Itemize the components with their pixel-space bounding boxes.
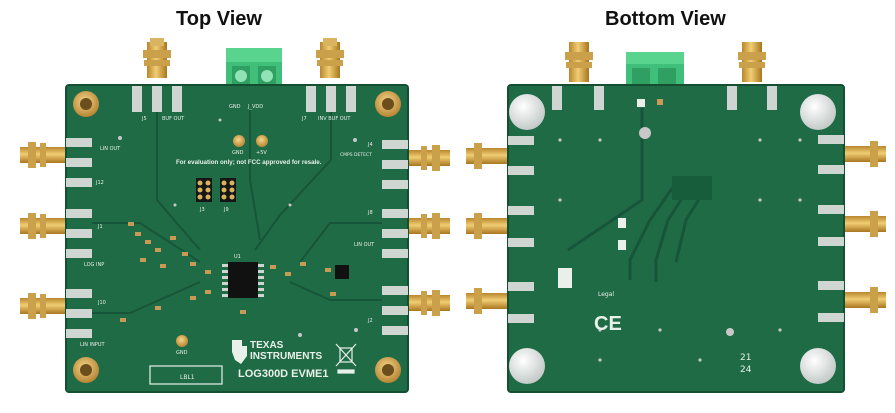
sma-connector-j1 <box>20 213 66 239</box>
sma-connector-j7 <box>316 38 344 78</box>
date-code-1: 21 <box>740 353 751 363</box>
label-buf-out: BUF OUT <box>162 116 185 122</box>
sma-connector-j5 <box>143 38 171 78</box>
label-j7: J7 <box>301 116 307 122</box>
pcb-bottom <box>508 85 844 392</box>
sma-connector-j4 <box>404 145 450 171</box>
brand-instruments: INSTRUMENTS <box>250 351 323 362</box>
label-j4: J4 <box>367 142 373 148</box>
vias-top <box>118 118 358 337</box>
label-j2: J2 <box>367 318 373 324</box>
mount-holes-top <box>73 91 401 383</box>
legal-label: Legal <box>598 291 614 298</box>
sma-connector-j8 <box>404 213 450 239</box>
vias-bottom <box>558 138 802 362</box>
top-board: For evaluation only; not FCC approved fo… <box>20 38 450 393</box>
date-code-2: 24 <box>740 365 752 375</box>
jumper-headers <box>196 178 236 202</box>
sma-connector-j12 <box>20 142 66 168</box>
sma-connector-j2 <box>404 290 450 316</box>
label-j1: J1 <box>97 224 103 230</box>
label-box-text: LBL1 <box>180 374 195 381</box>
bottom-view-title: Bottom View <box>605 8 726 30</box>
ce-mark: CE <box>594 313 622 335</box>
standoffs <box>509 94 836 384</box>
ic-u1 <box>222 262 264 298</box>
connector-footprints-bottom <box>508 86 844 323</box>
label-j9: J9 <box>223 207 229 213</box>
fcc-notice: For evaluation only; not FCC approved fo… <box>176 159 322 166</box>
label-log-inp: LOG INP <box>84 262 104 268</box>
label-lin-out-left: LIN OUT <box>100 146 121 152</box>
label-j12: J12 <box>95 180 104 186</box>
connector-footprints <box>66 86 408 338</box>
label-lin-input: LIN INPUT <box>80 342 105 348</box>
label-j3: J3 <box>199 207 205 213</box>
brand-texas: TEXAS <box>250 340 284 351</box>
label-j-vdd: J_VDD <box>247 104 263 110</box>
ti-logo <box>232 340 247 364</box>
label-tp3-gnd: GND <box>232 150 244 156</box>
bottom-components <box>558 99 734 336</box>
label-gnd-terminal: GND <box>229 104 241 110</box>
label-lin-out-right: LIN OUT <box>354 242 375 248</box>
label-tp1-5v: +5V <box>256 150 267 156</box>
top-view-title: Top View <box>176 8 262 30</box>
pcb-traces <box>92 110 382 314</box>
ic-u2 <box>335 265 349 279</box>
sma-connector-j10 <box>20 293 66 319</box>
model-name: LOG300D EVME1 <box>238 368 328 380</box>
label-inv-buf-out: INV BUF OUT <box>318 116 351 122</box>
sma-connector-bottom-left <box>565 42 593 82</box>
bottom-board: Legal CE 21 24 <box>466 42 886 393</box>
label-tp2-gnd: GND <box>176 350 188 356</box>
pcb-top <box>66 85 408 392</box>
label-j5: J5 <box>141 116 147 122</box>
power-terminal-block <box>226 48 282 94</box>
label-box <box>149 365 223 385</box>
label-j10: J10 <box>97 300 106 306</box>
label-cmps-detect: CMPS DETECT <box>340 152 372 158</box>
sma-connector-bottom-right <box>738 42 766 82</box>
power-terminal-block-bottom <box>626 52 684 90</box>
weee-icon <box>335 343 357 374</box>
label-u1: U1 <box>234 254 241 260</box>
test-points <box>176 135 268 347</box>
label-j8: J8 <box>367 210 373 216</box>
